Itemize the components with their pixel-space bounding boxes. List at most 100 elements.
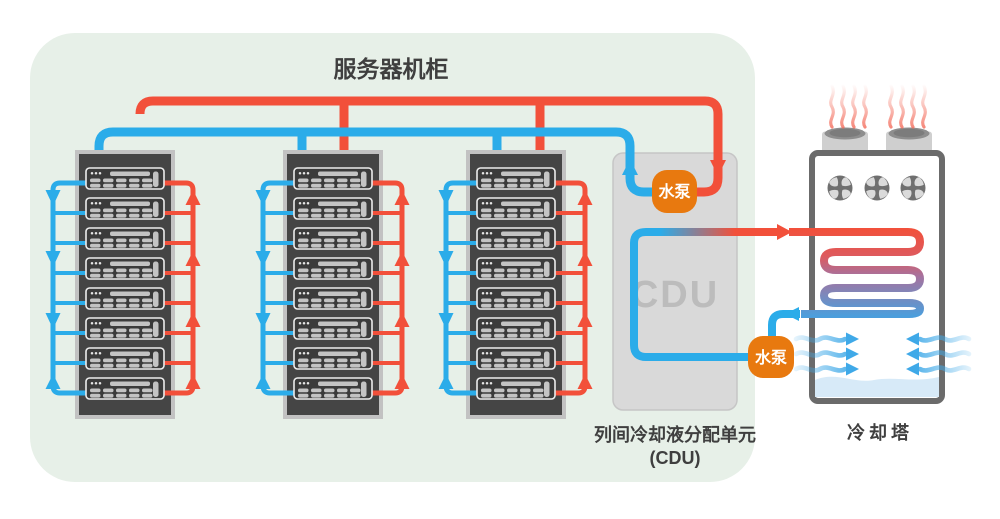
server-slot — [116, 273, 127, 278]
server-led — [98, 171, 102, 175]
server-slot — [90, 303, 101, 308]
server-top-bar — [501, 291, 541, 296]
server-slot — [494, 363, 505, 368]
server-slot — [129, 303, 140, 308]
server-unit — [293, 227, 373, 250]
server-slot — [116, 208, 127, 213]
fan-blade — [878, 189, 888, 199]
server-slot — [350, 183, 361, 188]
server-unit — [85, 287, 165, 310]
server-slot — [520, 328, 531, 333]
server-slot — [324, 358, 335, 363]
server-slot — [298, 268, 309, 273]
server-slot — [142, 358, 153, 363]
server-led — [485, 321, 489, 325]
cdu-caption-line2: (CDU) — [650, 448, 701, 468]
server-slot — [533, 243, 544, 248]
server-rack — [45, 150, 201, 419]
server-slot — [116, 358, 127, 363]
server-slot — [103, 388, 114, 393]
server-slot — [116, 298, 127, 303]
server-slot — [533, 393, 544, 398]
server-slot — [533, 333, 544, 338]
server-slot — [533, 208, 544, 213]
server-unit — [476, 377, 556, 400]
server-unit — [85, 257, 165, 280]
hot-flow-up-arrow — [394, 190, 410, 205]
server-slot — [350, 298, 361, 303]
server-slot — [298, 213, 309, 218]
server-handle — [361, 291, 367, 307]
server-top-bar — [110, 261, 150, 266]
server-top-bar — [110, 381, 150, 386]
air-in-left-arrow — [846, 332, 859, 346]
fan-blade — [866, 177, 876, 187]
server-slot — [311, 273, 322, 278]
server-unit — [476, 167, 556, 190]
fan-blade — [841, 189, 851, 199]
server-slot — [494, 238, 505, 243]
cooling-tower-caption: 冷却塔 — [847, 422, 913, 443]
server-unit — [476, 257, 556, 280]
server-slot — [350, 178, 361, 183]
server-slot — [90, 208, 101, 213]
heat-wisp — [862, 84, 868, 129]
server-slot — [129, 273, 140, 278]
fan-blade — [829, 177, 839, 187]
server-top-bar — [110, 321, 150, 326]
server-slot — [350, 273, 361, 278]
server-slot — [311, 333, 322, 338]
server-handle — [153, 231, 159, 247]
cold-flow-down-arrow — [438, 313, 454, 329]
server-slot — [324, 183, 335, 188]
server-unit — [293, 317, 373, 340]
server-slot — [311, 393, 322, 398]
fan-blade — [914, 177, 924, 187]
fan-blade — [878, 177, 888, 187]
server-slot — [142, 298, 153, 303]
server-slot — [520, 183, 531, 188]
server-slot — [311, 268, 322, 273]
hot-flow-up-arrow — [394, 251, 410, 266]
air-in-right-arrow — [906, 332, 919, 346]
server-slot — [494, 178, 505, 183]
server-rack — [438, 150, 593, 419]
server-slot — [507, 268, 518, 273]
server-slot — [324, 268, 335, 273]
server-slot — [142, 238, 153, 243]
hot-manifold-pipe — [554, 180, 588, 396]
server-slot — [507, 273, 518, 278]
server-slot — [90, 238, 101, 243]
server-led — [302, 201, 306, 205]
server-slot — [298, 238, 309, 243]
server-slot — [494, 243, 505, 248]
server-slot — [103, 213, 114, 218]
server-slot — [90, 183, 101, 188]
server-slot — [337, 213, 348, 218]
cdu-watermark: CDU — [631, 274, 719, 316]
server-handle — [544, 231, 550, 247]
server-slot — [129, 298, 140, 303]
server-slot — [129, 393, 140, 398]
server-slot — [129, 238, 140, 243]
server-led — [489, 201, 493, 205]
server-slot — [90, 363, 101, 368]
server-led — [94, 321, 98, 325]
fan-blade — [829, 189, 839, 199]
server-slot — [324, 208, 335, 213]
server-slot — [116, 388, 127, 393]
server-slot — [507, 303, 518, 308]
server-top-bar — [501, 171, 541, 176]
server-led — [485, 351, 489, 355]
server-slot — [507, 393, 518, 398]
server-slot — [103, 273, 114, 278]
server-slot — [520, 358, 531, 363]
server-led — [94, 351, 98, 355]
server-top-bar — [318, 201, 358, 206]
server-slot — [116, 268, 127, 273]
hot-flow-up-arrow — [577, 374, 593, 389]
server-slot — [494, 393, 505, 398]
server-led — [489, 381, 493, 385]
server-slot — [494, 213, 505, 218]
